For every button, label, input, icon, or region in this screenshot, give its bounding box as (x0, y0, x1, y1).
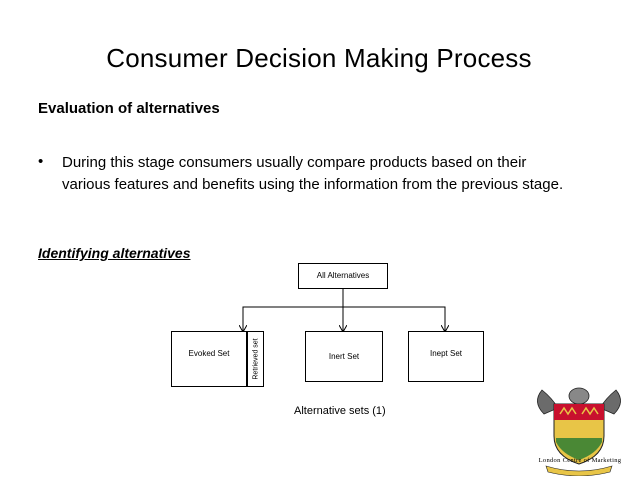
arrow-to-evoked (243, 306, 343, 331)
inert-set-box: Inert Set (305, 331, 383, 382)
crest-motto-scroll (545, 465, 613, 476)
retrieved-set-box: Retrieved set (247, 331, 264, 387)
lion-icon (559, 406, 577, 416)
lion-icon-2 (581, 406, 599, 416)
slide-title: Consumer Decision Making Process (106, 43, 532, 73)
identifying-heading: Identifying alternatives (38, 245, 191, 261)
evoked-set-box: Evoked Set (171, 331, 247, 387)
retrieved-set-label: Retrieved set (252, 338, 259, 380)
london-centre-crest-logo (537, 387, 621, 476)
section-subtitle: Evaluation of alternatives (38, 100, 220, 117)
crest-helm-icon (568, 387, 590, 405)
shield-base (556, 438, 602, 460)
arrow-to-inept (343, 306, 445, 331)
diagram-caption: Alternative sets (1) (294, 405, 386, 417)
shield-chief (554, 404, 604, 420)
all-alternatives-box: All Alternatives (298, 263, 388, 289)
bullet-marker: • (38, 153, 44, 170)
inept-set-box: Inept Set (408, 331, 484, 382)
logo-wordmark: London Centre of Marketing (538, 457, 622, 464)
bullet-text: During this stage consumers usually comp… (62, 154, 564, 193)
